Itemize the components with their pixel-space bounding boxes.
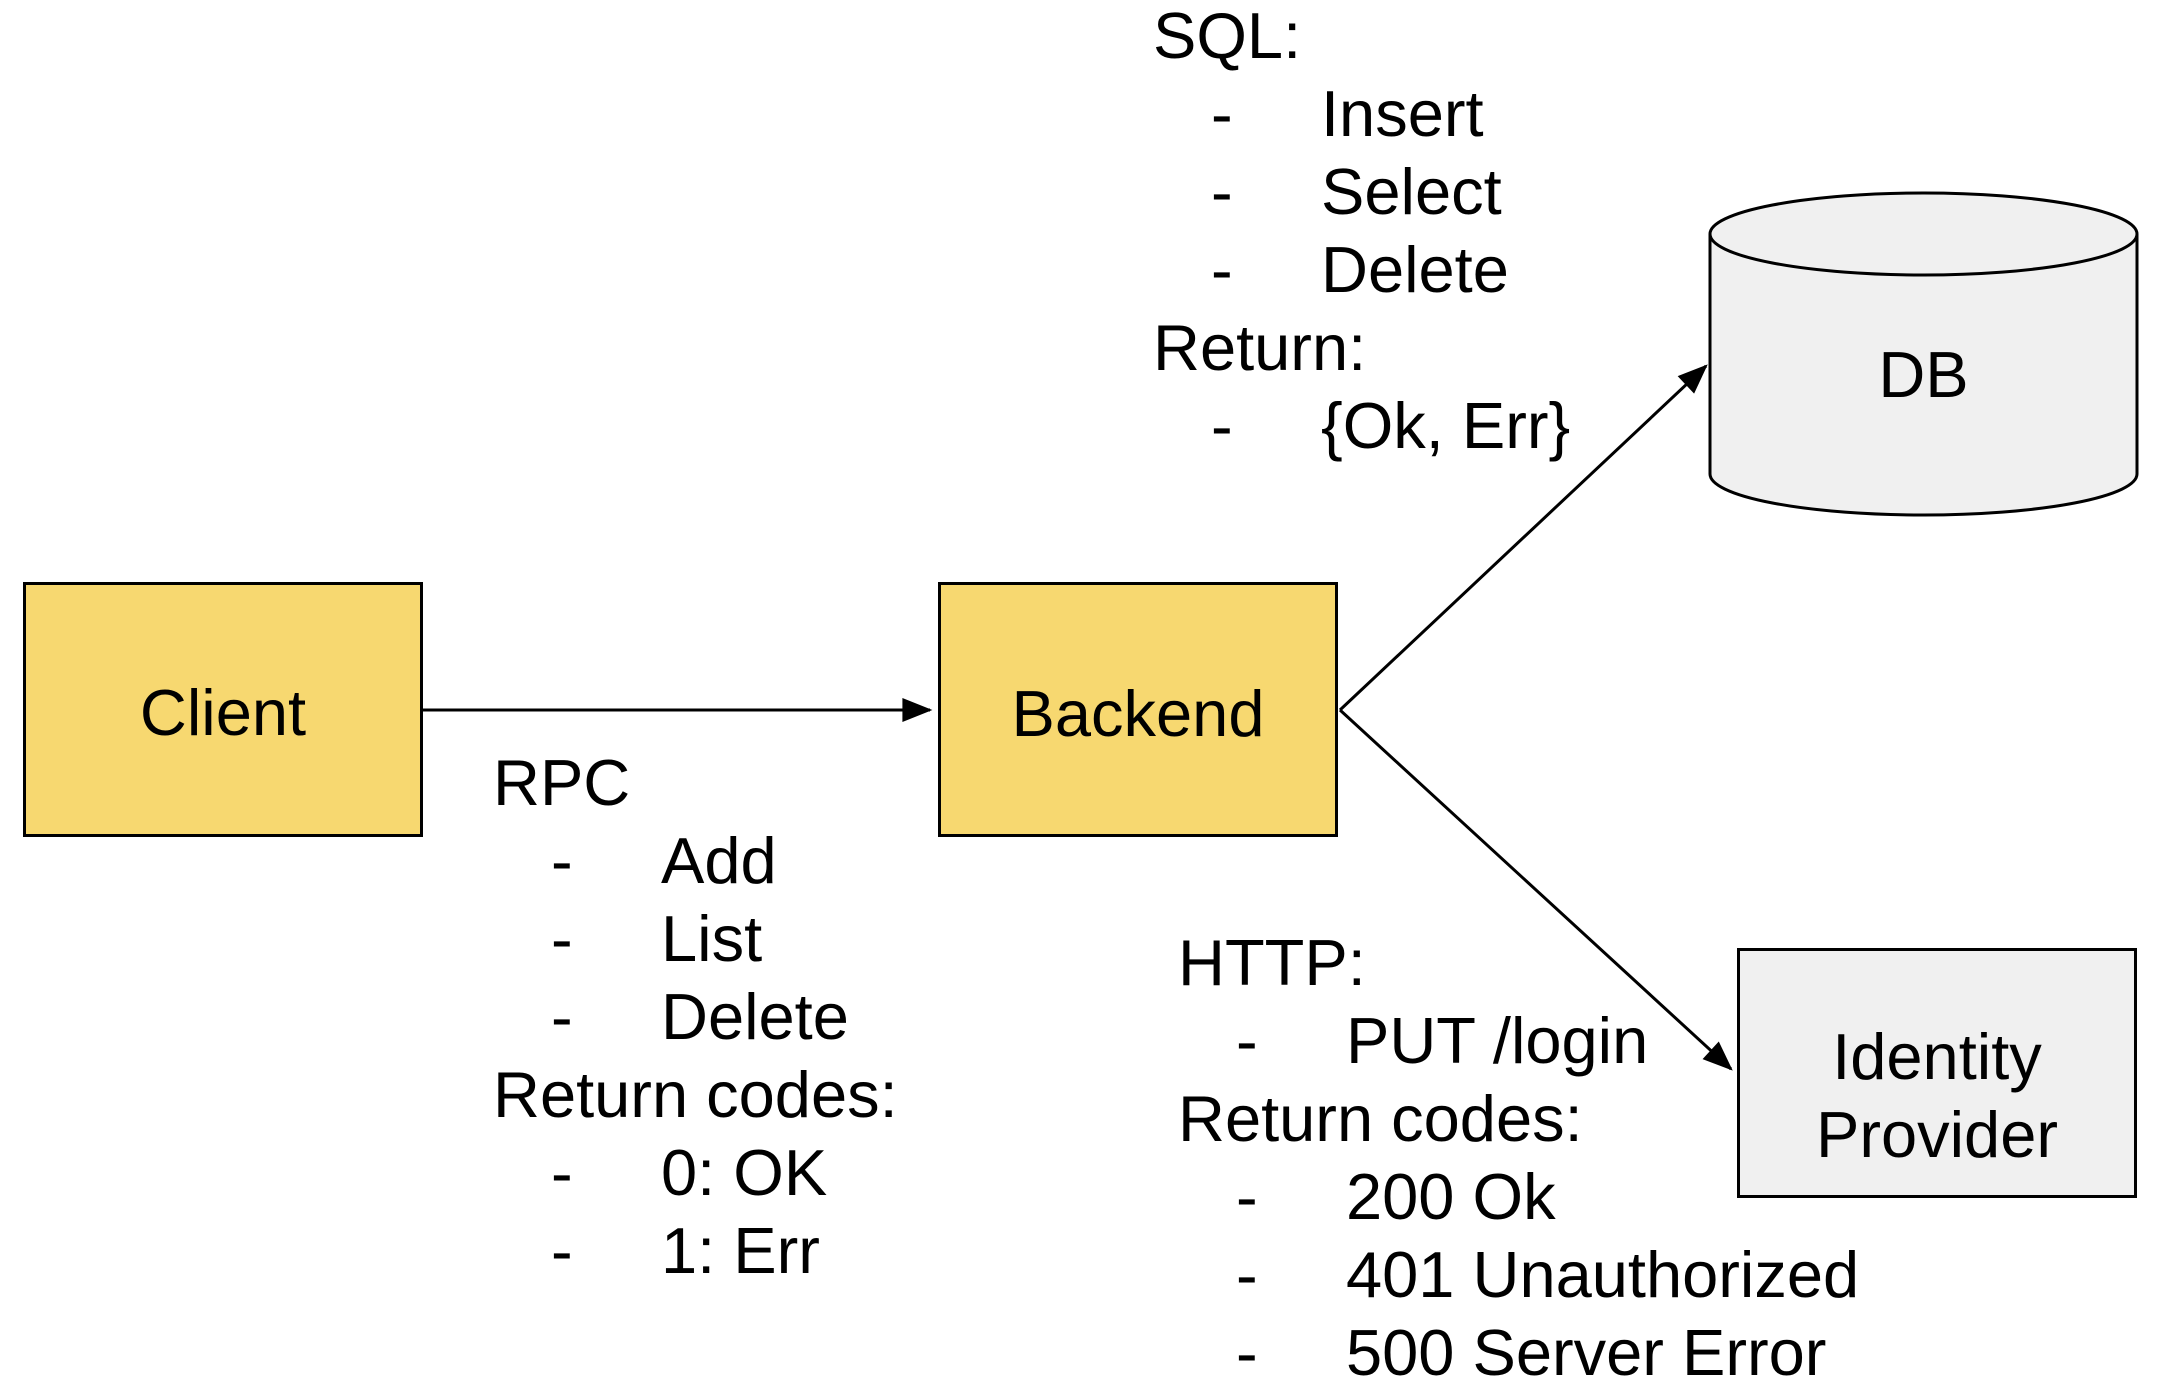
http-return-item-text: 500 Server Error (1346, 1316, 1827, 1389)
identity-provider-node (1737, 948, 2137, 1198)
list-dash: - (1236, 1238, 1258, 1311)
sql-item-text: Insert (1321, 77, 1484, 150)
db-node-label: DB (1878, 338, 1969, 411)
rpc-item-text: Delete (661, 980, 849, 1053)
client-node-label: Client (139, 676, 307, 749)
http-return-item: - 401 Unauthorized (1178, 1236, 1859, 1314)
rpc-item: - List (493, 900, 898, 978)
list-dash: - (1211, 233, 1233, 306)
sql-return-item: - {Ok, Err} (1153, 387, 1570, 465)
rpc-return-item-text: 1: Err (661, 1214, 820, 1287)
rpc-return-item: - 1: Err (493, 1212, 898, 1290)
rpc-annotation-block: RPC - Add - List - Delete Return codes: - 0:… (493, 744, 898, 1290)
http-return-item-text: 401 Unauthorized (1346, 1238, 1860, 1311)
arrow-backend-to-identity-provider (1338, 708, 1733, 1071)
list-dash: - (1236, 1160, 1258, 1233)
rpc-title: RPC (493, 746, 631, 819)
sql-item-text: Delete (1321, 233, 1509, 306)
sql-return-item-text: {Ok, Err} (1321, 389, 1571, 462)
sql-title: SQL: (1153, 0, 1302, 72)
sql-item: - Insert (1153, 75, 1570, 153)
client-node (23, 582, 423, 837)
list-dash: - (551, 1136, 573, 1209)
http-item-text: PUT /login (1346, 1004, 1649, 1077)
identity-provider-label-line2: Provider (1815, 1098, 2059, 1171)
list-dash: - (551, 1214, 573, 1287)
rpc-return-item-text: 0: OK (661, 1136, 828, 1209)
rpc-return-item: - 0: OK (493, 1134, 898, 1212)
list-dash: - (1236, 1316, 1258, 1389)
rpc-item-text: Add (661, 824, 777, 897)
list-dash: - (1211, 77, 1233, 150)
http-return-item: - 200 Ok (1178, 1158, 1859, 1236)
backend-node (938, 582, 1338, 837)
http-title: HTTP: (1178, 926, 1366, 999)
sql-item: - Delete (1153, 231, 1570, 309)
http-annotation-block: HTTP: -PUT /login Return codes: -200 Ok … (1178, 924, 1859, 1392)
http-return-item-text: 200 Ok (1346, 1160, 1556, 1233)
sql-item: - Select (1153, 153, 1570, 231)
rpc-item: - Delete (493, 978, 898, 1056)
list-dash: - (551, 980, 573, 1053)
list-dash: - (1211, 389, 1233, 462)
rpc-item-text: List (661, 902, 763, 975)
sql-item-text: Select (1321, 155, 1502, 228)
identity-provider-node-label: Identity Provider (1737, 1018, 2137, 1174)
rpc-return-title: Return codes: (493, 1058, 898, 1131)
list-dash: - (551, 824, 573, 897)
db-cylinder-shape (1708, 191, 2139, 517)
backend-node-label: Backend (1011, 677, 1265, 750)
list-dash: - (1236, 1004, 1258, 1077)
arrow-backend-to-db (1338, 364, 1708, 712)
rpc-item: - Add (493, 822, 898, 900)
list-dash: - (551, 902, 573, 975)
http-item: - PUT /login (1178, 1002, 1859, 1080)
http-return-item: - 500 Server Error (1178, 1314, 1859, 1392)
sql-annotation-block: SQL: - Insert - Select - Delete Return: - {O… (1153, 0, 1570, 465)
identity-provider-label-line1: Identity (1832, 1020, 2042, 1093)
sql-return-title: Return: (1153, 311, 1367, 384)
list-dash: - (1211, 155, 1233, 228)
http-return-title: Return codes: (1178, 1082, 1583, 1155)
